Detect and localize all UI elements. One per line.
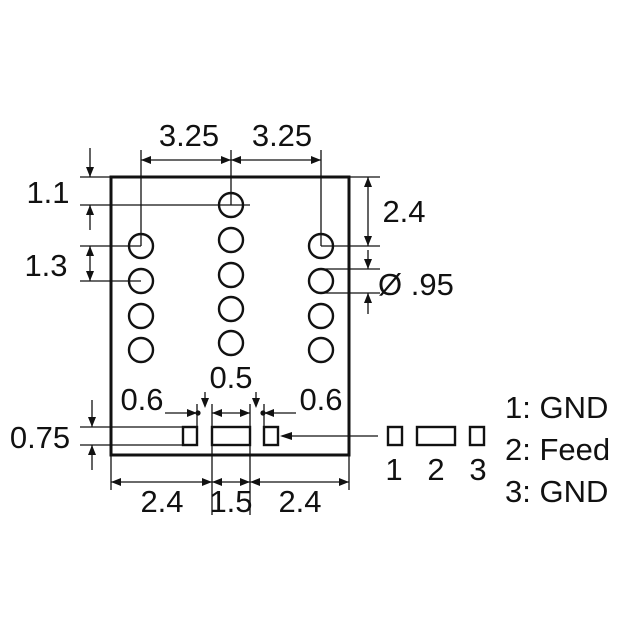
hole-pitch-dimension	[80, 245, 141, 282]
hole	[307, 302, 335, 330]
hole-column-center	[217, 191, 245, 357]
pad-gnd-right	[262, 425, 280, 447]
hole	[217, 226, 245, 254]
pin-1-label: 1	[385, 452, 402, 487]
hole	[127, 302, 155, 330]
hole	[307, 336, 335, 364]
top-left-spacing-label: 3.25	[159, 118, 219, 153]
hole-diameter-label: Ø .95	[378, 267, 454, 302]
edge-offset-dimension	[80, 148, 250, 230]
hole	[127, 336, 155, 364]
legend-item: 3: GND	[505, 474, 608, 509]
callout-arrow	[280, 432, 378, 440]
side-offset-label: 2.4	[382, 194, 425, 229]
pin-2-label: 2	[427, 452, 444, 487]
pad-feed	[210, 425, 252, 447]
hole	[217, 261, 245, 289]
legend-item: 2: Feed	[505, 432, 610, 467]
bottom-center-label: 1.5	[209, 484, 252, 519]
hole	[307, 267, 335, 295]
pin-3-pad	[468, 425, 486, 447]
pad-gap-right-label: 0.6	[299, 382, 342, 417]
pad-height-label: 0.75	[10, 420, 70, 455]
bottom-right-label: 2.4	[278, 484, 321, 519]
pad-gap-left-label: 0.6	[120, 382, 163, 417]
hole	[217, 295, 245, 323]
pin-detail	[386, 425, 486, 447]
hole	[217, 329, 245, 357]
bottom-left-label: 2.4	[140, 484, 183, 519]
package-outline	[109, 175, 351, 457]
pad-gnd-left	[181, 425, 199, 447]
hole-pitch-label: 1.3	[24, 248, 67, 283]
pin-2-pad	[415, 425, 457, 447]
pad-height-dimension	[80, 400, 183, 470]
top-dimension	[140, 150, 322, 246]
hole-diameter-dimension	[321, 250, 380, 314]
hole-column-right	[307, 232, 335, 364]
bottom-dimension	[110, 445, 350, 515]
side-offset-dimension	[321, 176, 380, 247]
pin-1-pad	[386, 425, 404, 447]
pin-legend: 1: GND 2: Feed 3: GND	[505, 390, 610, 509]
pad-width-small-label: 0.5	[209, 360, 252, 395]
pin-3-label: 3	[469, 452, 486, 487]
hole-column-left	[127, 232, 155, 364]
pad-spacing-dimension	[165, 392, 296, 427]
top-right-spacing-label: 3.25	[252, 118, 312, 153]
edge-offset-label: 1.1	[26, 175, 69, 210]
legend-item: 1: GND	[505, 390, 608, 425]
